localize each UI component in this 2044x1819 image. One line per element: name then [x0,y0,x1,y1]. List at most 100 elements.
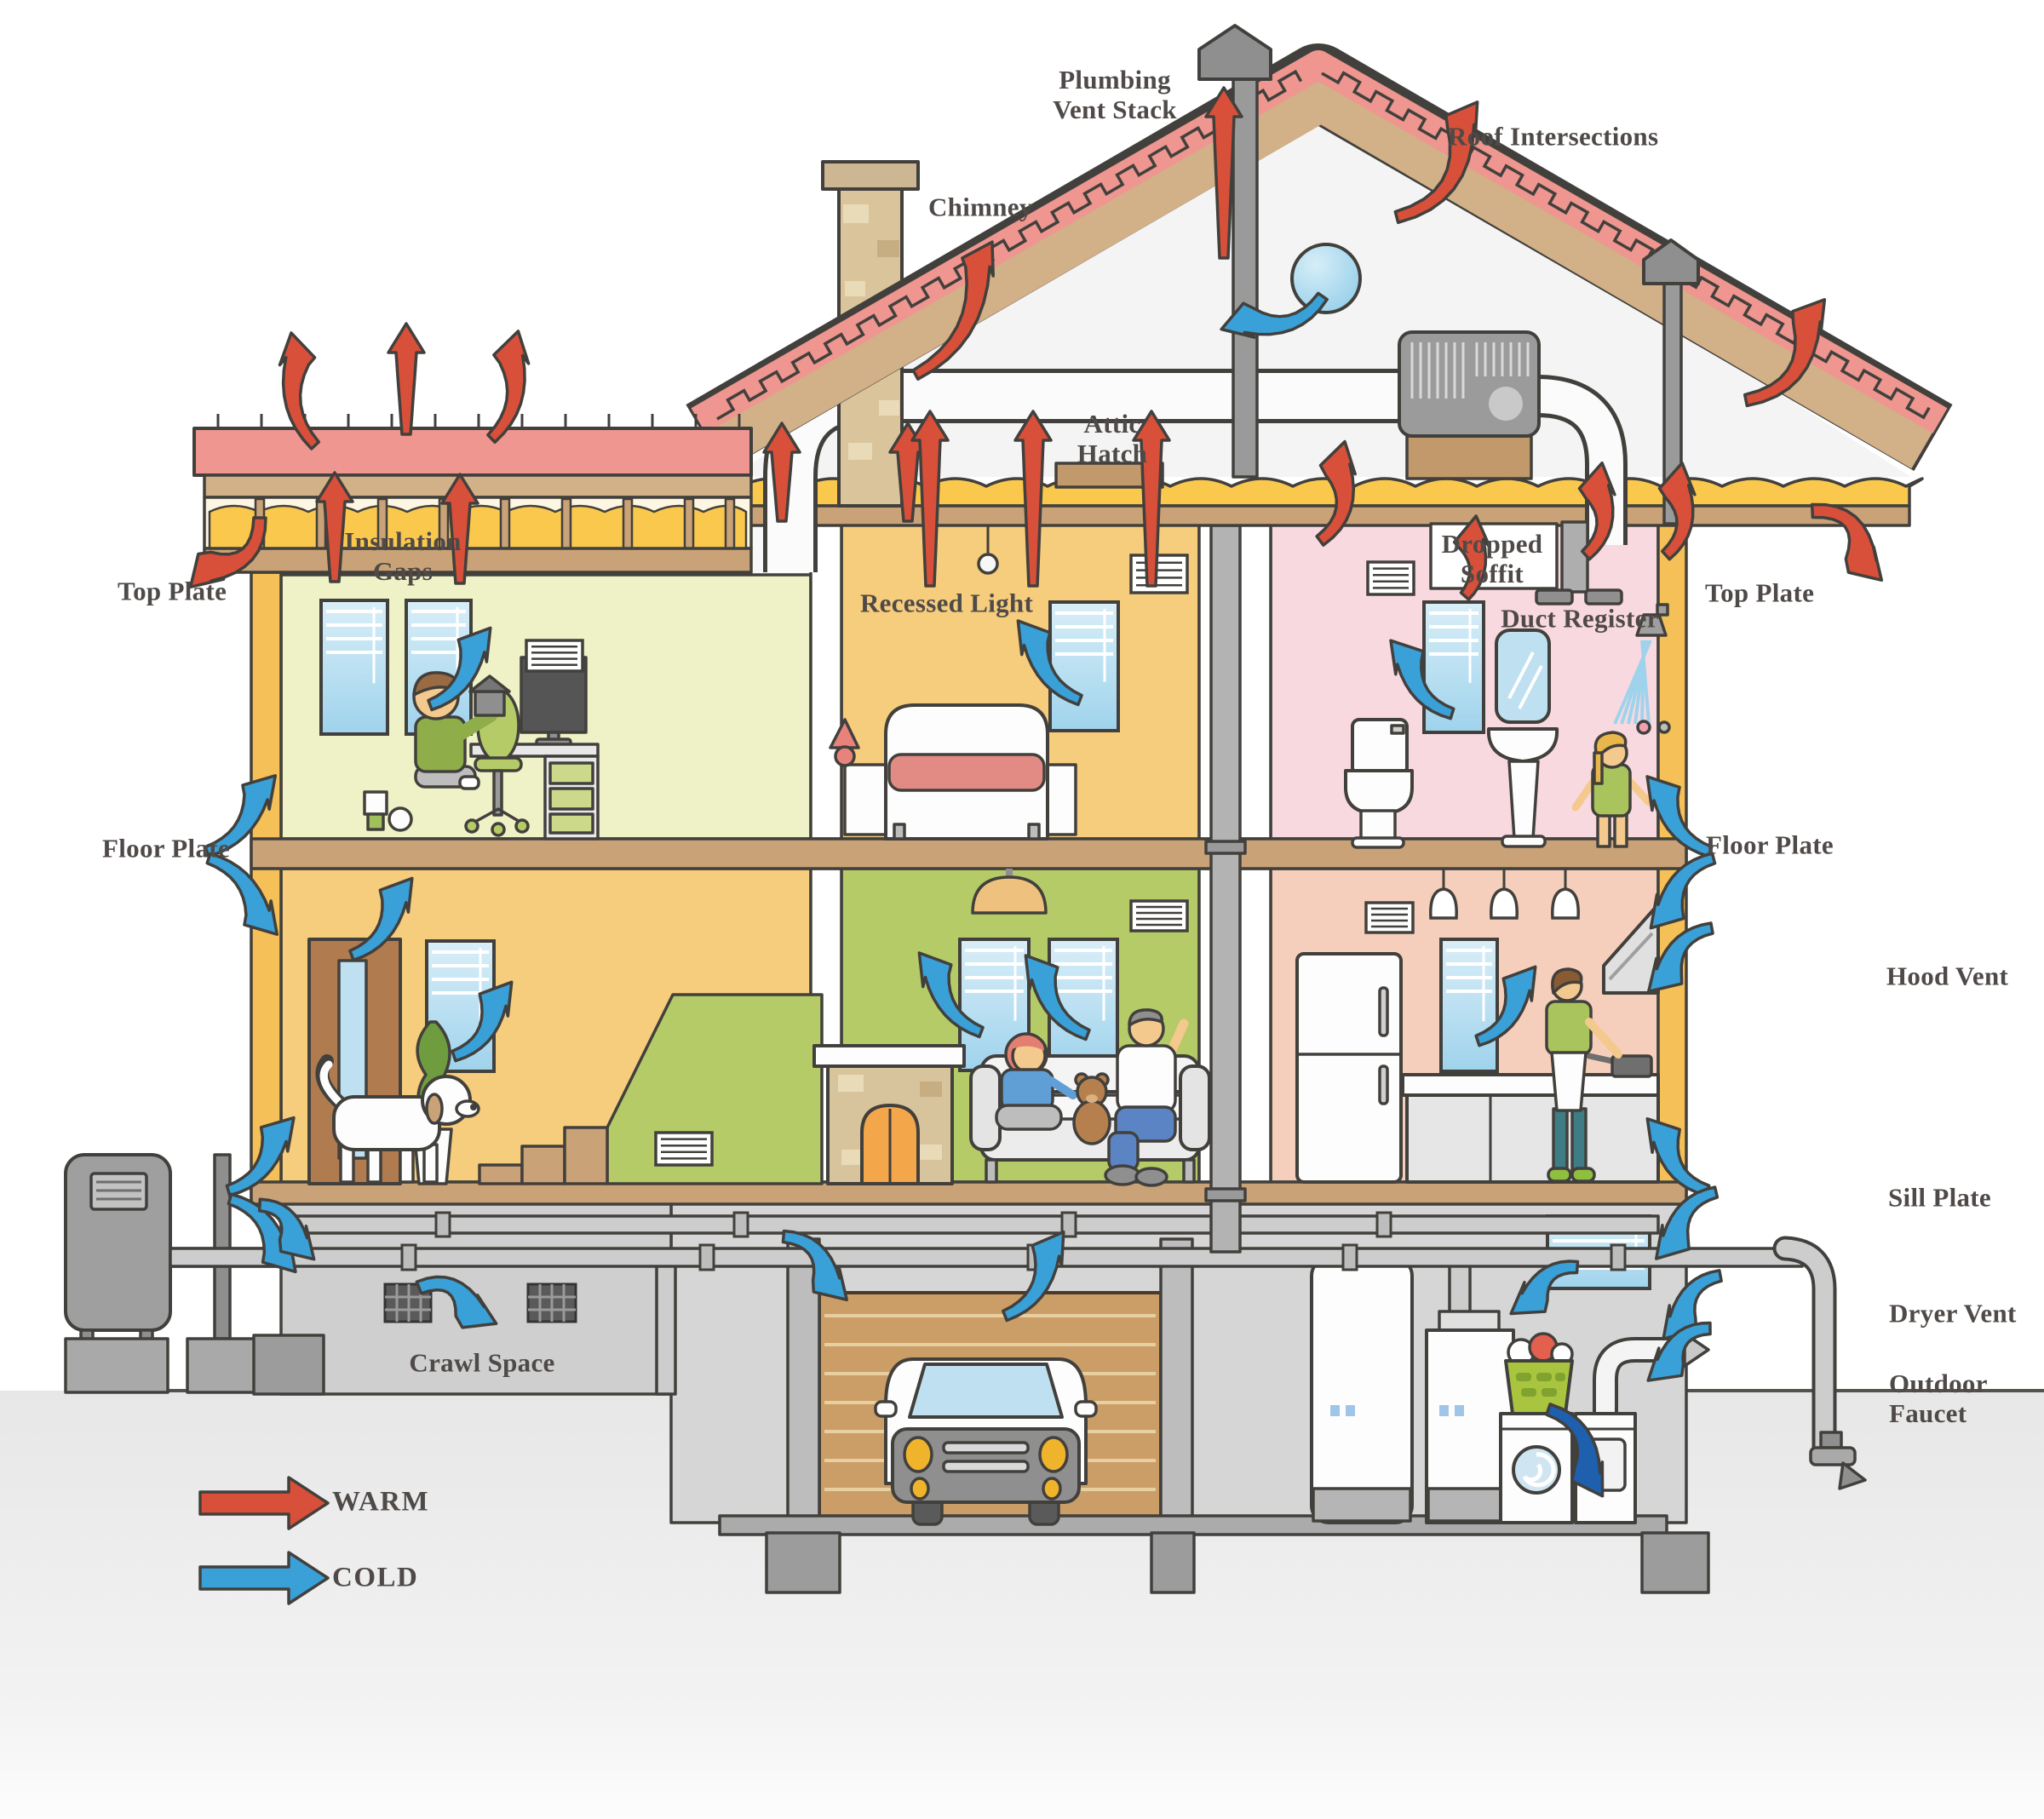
sill-plate-band [250,1180,1688,1206]
cold-arrow [1662,1269,1723,1341]
footing [1150,1531,1196,1594]
warm-arrow [1743,298,1827,408]
flat-roof [192,414,753,574]
roof-joist [560,497,572,550]
toy-block [366,812,385,831]
roof-joist [376,497,388,550]
duct-register-vent [1535,588,1574,605]
shower [1613,603,1671,735]
plumbing-vent-stack-pipe [1197,24,1272,479]
mirror [1495,628,1551,724]
attic-hvac-unit [1398,330,1541,480]
cold-arrow [1647,921,1714,993]
roof-joist [683,497,695,550]
cold-arrow [225,1116,296,1197]
cold-arrow [781,1229,848,1301]
kitchen-contents [1295,869,1660,1184]
register-duct [1560,520,1589,594]
warm-arrow [1132,410,1171,588]
sink [1486,727,1559,848]
pendant-lights [1429,869,1580,920]
cold-arrow [1545,1403,1605,1498]
cold-arrow [917,951,985,1039]
duct-register-vent [1584,588,1623,605]
warm-arrow [1204,86,1243,260]
roof-shingle-steps [716,69,1303,421]
cold-arrow [1654,1185,1720,1260]
footing [252,1334,325,1396]
cold-arrow [257,1197,316,1261]
warm-arrow [910,410,950,588]
attic-floor [739,504,1911,527]
cold-arrow [1509,1260,1580,1316]
counter [1401,1073,1660,1097]
warm-arrow [278,331,321,450]
cold-arrow [205,852,279,936]
pendant-light [1429,887,1458,920]
toy-ball [388,806,413,832]
air-circulation-ball [1290,243,1362,314]
cold-arrow [1645,1116,1711,1197]
crawl-vent [383,1282,577,1323]
outdoor-faucet [1809,1431,1867,1490]
living-room-contents [812,869,1211,1187]
cold-arrow [1024,954,1091,1041]
cabinets [1405,1093,1660,1184]
warm-arrow [762,422,801,523]
warm-arrow [1577,461,1616,561]
cold-arrow [348,876,414,962]
fridge [1295,952,1403,1184]
attic-and-roof [192,24,1953,605]
desk-chair [464,688,530,837]
girl [995,1032,1077,1131]
water-heater [1310,1257,1414,1524]
toilet [1344,718,1414,849]
garage-pillar [1159,1237,1194,1524]
airflow-arrows [188,86,1884,1605]
cold-arrow [1016,619,1083,707]
footing [765,1531,841,1594]
fireplace [812,1044,966,1185]
warm-arrow [188,516,267,589]
window [1048,600,1120,732]
warm-arrow [387,322,426,436]
warm-arrow [1452,514,1492,601]
bed [884,703,1049,841]
showering-woman [1571,731,1653,848]
roof-joist [438,497,450,550]
car [874,1357,1098,1526]
warm-arrow [440,473,479,585]
outdoor-unit [64,1153,291,1394]
roof [686,43,1953,471]
teddy-bear [1072,1072,1111,1145]
stairs [478,993,824,1185]
vent-stack-right [1642,238,1700,525]
basement [169,1201,1867,1594]
cold-arrow [1649,852,1717,930]
bedroom-contents [829,522,1189,841]
warm-arrow [1810,502,1884,582]
cold-arrow [451,980,514,1063]
roof-joist [724,497,736,550]
roof-joist [499,497,511,550]
nightstand [843,763,887,836]
vent-grille [1129,554,1189,594]
vent-grille [1364,901,1415,934]
floor-plate-band [250,837,1688,870]
warm-arrow [1315,439,1357,547]
cold-arrow [204,774,278,858]
windshield [908,1363,1064,1419]
footing [1640,1531,1710,1594]
cold-arrow [1389,639,1455,720]
cold-arrow [1645,775,1714,858]
toy-block [363,790,388,816]
cold-arrow [415,1275,498,1329]
legend-warm-arrow [198,1476,330,1530]
recessed-light-fixture [977,553,999,575]
vent-grille [654,1131,714,1167]
legend-cold-arrow [198,1551,330,1605]
pendant-light [1551,887,1580,920]
dropped-soffit-box [1429,522,1559,590]
man [1104,1008,1189,1187]
